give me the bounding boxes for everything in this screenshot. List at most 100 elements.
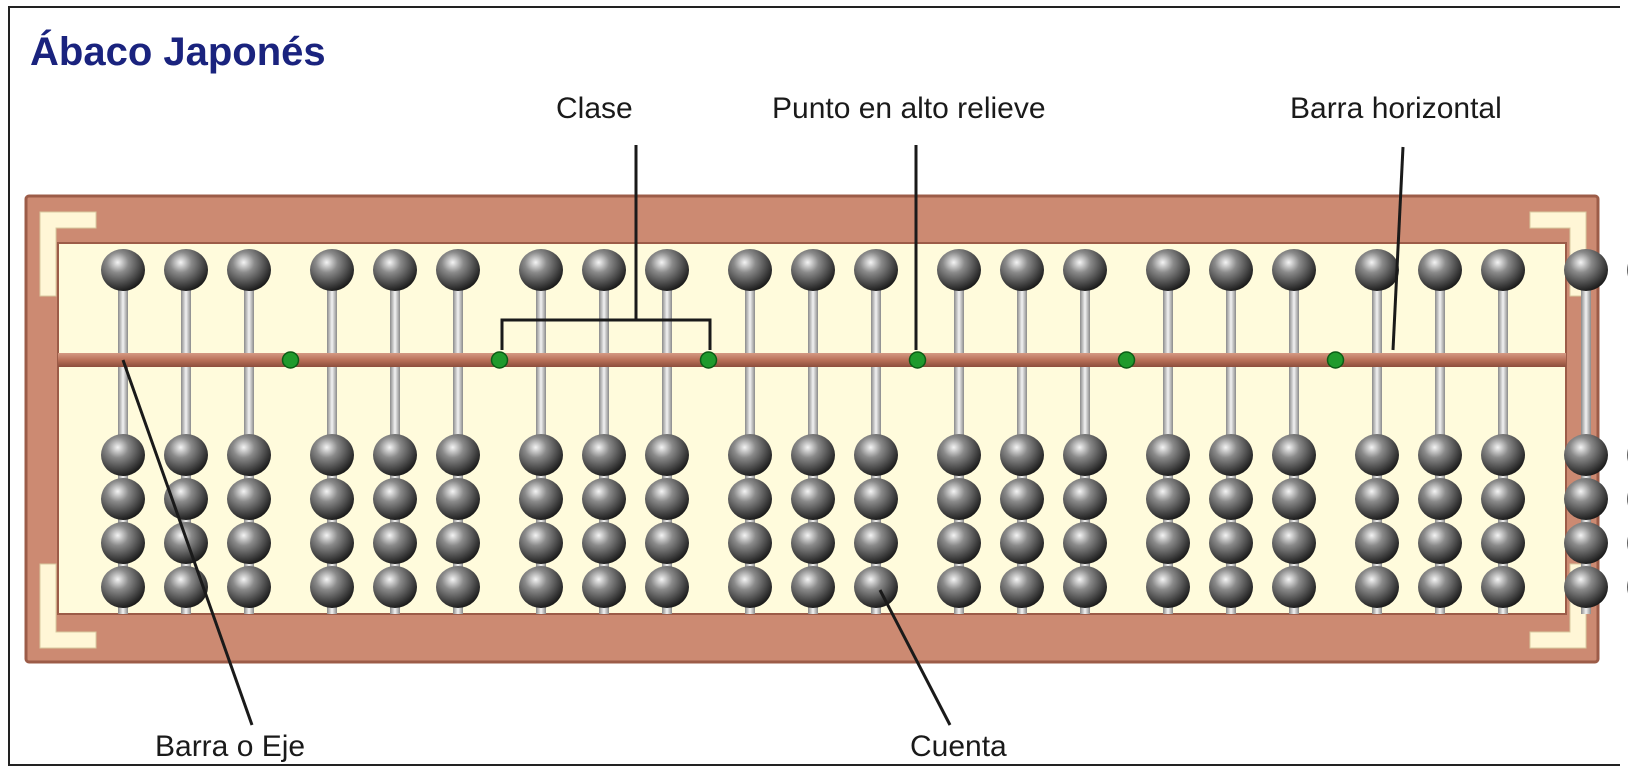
bead-lower <box>582 478 626 520</box>
bead-lower <box>1209 434 1253 476</box>
bead-lower <box>1564 434 1608 476</box>
bead-lower <box>1481 566 1525 608</box>
bead-lower <box>645 478 689 520</box>
bead-lower <box>1209 522 1253 564</box>
relief-dot <box>699 351 718 369</box>
bead-upper <box>436 249 480 291</box>
bead-lower <box>1146 566 1190 608</box>
bead-lower <box>1272 522 1316 564</box>
bead-lower <box>728 522 772 564</box>
bead-lower <box>164 434 208 476</box>
bead-lower <box>1481 522 1525 564</box>
barra-eje-leader <box>121 359 254 726</box>
bead-lower <box>519 522 563 564</box>
bead-lower <box>645 566 689 608</box>
bead-lower <box>937 522 981 564</box>
bead-upper <box>1355 249 1399 291</box>
bead-upper <box>1209 249 1253 291</box>
bead-lower <box>436 566 480 608</box>
bead-lower <box>1418 566 1462 608</box>
bead-upper <box>1000 249 1044 291</box>
bead-lower <box>519 434 563 476</box>
bead-upper <box>164 249 208 291</box>
bead-upper <box>1063 249 1107 291</box>
bead-lower <box>1418 434 1462 476</box>
bead-lower <box>1418 478 1462 520</box>
horizontal-bar <box>58 353 1566 367</box>
bead-lower <box>1063 566 1107 608</box>
bead-lower <box>310 566 354 608</box>
bead-lower <box>373 522 417 564</box>
bead-lower <box>373 478 417 520</box>
bead-upper <box>937 249 981 291</box>
label-cuenta: Cuenta <box>910 730 1007 763</box>
bead-lower <box>937 434 981 476</box>
bead-lower <box>1481 434 1525 476</box>
leader-lines <box>121 145 1405 726</box>
bead-upper <box>1418 249 1462 291</box>
bead-lower <box>227 434 271 476</box>
bead-lower <box>227 566 271 608</box>
bead-lower <box>791 434 835 476</box>
bead-upper <box>101 249 145 291</box>
cuenta-leader <box>878 589 952 726</box>
bead-lower <box>728 434 772 476</box>
label-barra-horizontal: Barra horizontal <box>1290 92 1502 125</box>
bead-lower <box>101 434 145 476</box>
bead-upper <box>519 249 563 291</box>
bead-lower <box>582 434 626 476</box>
relief-dot <box>908 351 927 369</box>
bead-upper <box>791 249 835 291</box>
bead-lower <box>1146 522 1190 564</box>
bead-lower <box>101 478 145 520</box>
bead-lower <box>1146 434 1190 476</box>
bead-lower <box>1355 522 1399 564</box>
barra-horizontal-leader <box>1391 146 1405 351</box>
bead-upper <box>728 249 772 291</box>
bead-lower <box>1272 566 1316 608</box>
bead-lower <box>854 566 898 608</box>
bead-lower <box>791 566 835 608</box>
diagram-title: Ábaco Japonés <box>30 30 326 74</box>
relief-dots <box>281 351 1345 369</box>
bead-lower <box>1272 478 1316 520</box>
bead-lower <box>937 566 981 608</box>
bead-upper <box>854 249 898 291</box>
bead-upper <box>582 249 626 291</box>
label-clase: Clase <box>556 92 633 125</box>
bead-lower <box>854 478 898 520</box>
bead-lower <box>854 522 898 564</box>
corner-bracket <box>39 211 97 297</box>
bead-lower <box>373 566 417 608</box>
bead-lower <box>582 566 626 608</box>
bead-lower <box>519 478 563 520</box>
relief-dot <box>490 351 509 369</box>
bead-upper <box>645 249 689 291</box>
bead-lower <box>1355 434 1399 476</box>
bead-lower <box>645 522 689 564</box>
bead-lower <box>310 434 354 476</box>
bead-upper <box>373 249 417 291</box>
bead-lower <box>164 566 208 608</box>
relief-dot <box>1117 351 1136 369</box>
bead-upper <box>227 249 271 291</box>
bead-lower <box>1209 566 1253 608</box>
bead-upper <box>1481 249 1525 291</box>
bead-upper <box>310 249 354 291</box>
relief-dot <box>1326 351 1345 369</box>
bead-lower <box>227 522 271 564</box>
bead-lower <box>1063 434 1107 476</box>
bead-lower <box>1063 522 1107 564</box>
bead-upper <box>1272 249 1316 291</box>
bead-lower <box>1481 478 1525 520</box>
beads <box>101 249 1628 608</box>
bead-lower <box>101 566 145 608</box>
bead-lower <box>101 522 145 564</box>
bead-lower <box>728 566 772 608</box>
bead-lower <box>1564 566 1608 608</box>
bead-upper <box>1146 249 1190 291</box>
bead-lower <box>1000 522 1044 564</box>
bead-lower <box>582 522 626 564</box>
bead-lower <box>854 434 898 476</box>
